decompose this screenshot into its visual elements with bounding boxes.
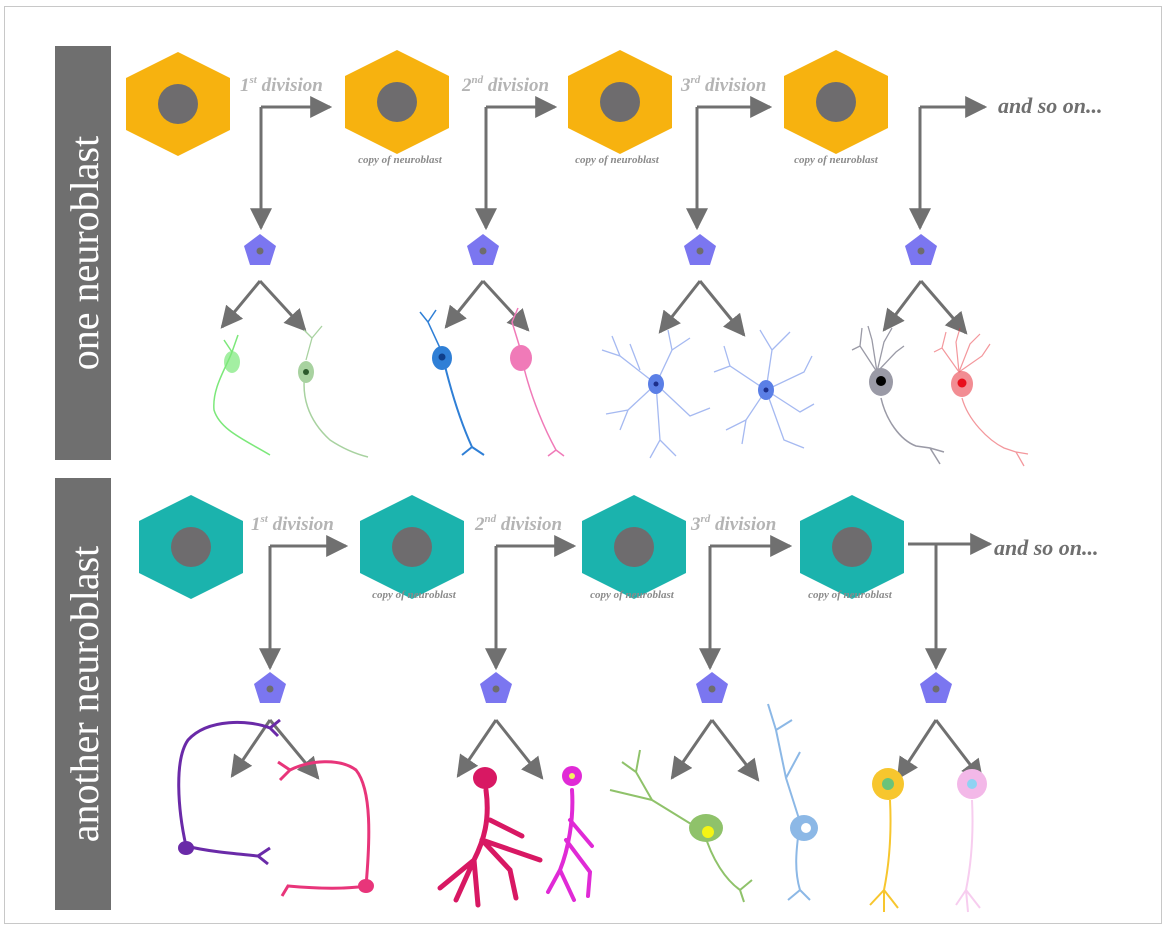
- neuron: [869, 768, 904, 912]
- neuron: [933, 327, 1029, 467]
- nucleus: [377, 82, 417, 122]
- neuroblast-copy-hexagon: [800, 495, 904, 599]
- neuroblast-hexagon: [126, 52, 230, 156]
- neuron: [609, 749, 753, 903]
- copy-label: copy of neuroblast: [358, 154, 443, 166]
- division-label-1: 1st division: [240, 74, 323, 96]
- neuroblast-copy-hexagon: [360, 495, 464, 599]
- division-arrows: [250, 96, 988, 231]
- ganglion-mother-cell: [920, 672, 952, 703]
- neuron: [851, 325, 945, 465]
- division-arrows: [259, 533, 993, 671]
- split-arrows: [230, 719, 984, 782]
- copy-label: copy of neuroblast: [794, 154, 879, 166]
- split-arrows: [220, 279, 968, 337]
- row-label: another neuroblast: [62, 546, 107, 843]
- ganglion-mother-cell: [696, 672, 728, 703]
- row-one-neuroblast: one neuroblast 1st division 2nd division…: [55, 46, 1103, 467]
- division-label-2: 2nd division: [474, 513, 562, 535]
- neuron: [510, 307, 565, 457]
- division-label-1: 1st division: [251, 513, 334, 535]
- neuron: [298, 325, 369, 458]
- row-label: one neuroblast: [62, 136, 107, 370]
- ganglion-mother-cell: [480, 672, 512, 703]
- ganglion-mother-cell: [244, 234, 276, 265]
- copy-label: copy of neuroblast: [575, 154, 660, 166]
- nucleus: [171, 527, 211, 567]
- neurons: [213, 307, 1029, 467]
- copy-label: copy of neuroblast: [590, 589, 675, 601]
- ganglion-mother-cell: [905, 234, 937, 265]
- and-so-on-label: and so on...: [994, 535, 1099, 560]
- neuron: [601, 329, 711, 459]
- nucleus: [392, 527, 432, 567]
- ganglion-mother-cell: [254, 672, 286, 703]
- ganglion-mother-cells: [254, 672, 952, 703]
- neuroblast-copy-hexagon: [345, 50, 449, 154]
- and-so-on-label: and so on...: [998, 93, 1103, 118]
- neuron: [713, 329, 815, 449]
- division-label-2: 2nd division: [461, 74, 549, 96]
- neuron: [955, 769, 987, 913]
- neurons: [177, 703, 987, 913]
- copy-label: copy of neuroblast: [808, 589, 893, 601]
- nucleus: [614, 527, 654, 567]
- neuron: [213, 334, 271, 456]
- neuroblast-copy-hexagon: [784, 50, 888, 154]
- neuron: [437, 767, 543, 908]
- neuron: [419, 309, 485, 456]
- neuron: [546, 766, 594, 902]
- neuron: [277, 760, 374, 897]
- ganglion-mother-cell: [467, 234, 499, 265]
- neuroblast-copy-hexagon: [582, 495, 686, 599]
- nucleus: [816, 82, 856, 122]
- nucleus: [600, 82, 640, 122]
- neuron: [177, 718, 281, 866]
- neuron: [767, 703, 818, 901]
- division-label-3: 3rd division: [690, 513, 776, 535]
- neuroblast-copy-hexagon: [568, 50, 672, 154]
- division-label-3: 3rd division: [680, 74, 766, 96]
- ganglion-mother-cells: [244, 234, 937, 265]
- nucleus: [158, 84, 198, 124]
- row-label-bar: [55, 46, 111, 460]
- nucleus: [832, 527, 872, 567]
- copy-label: copy of neuroblast: [372, 589, 457, 601]
- row-another-neuroblast: another neuroblast 1st division 2nd divi…: [55, 478, 1099, 913]
- row-label-bar: [55, 478, 111, 910]
- ganglion-mother-cell: [684, 234, 716, 265]
- neuroblast-hexagon: [139, 495, 243, 599]
